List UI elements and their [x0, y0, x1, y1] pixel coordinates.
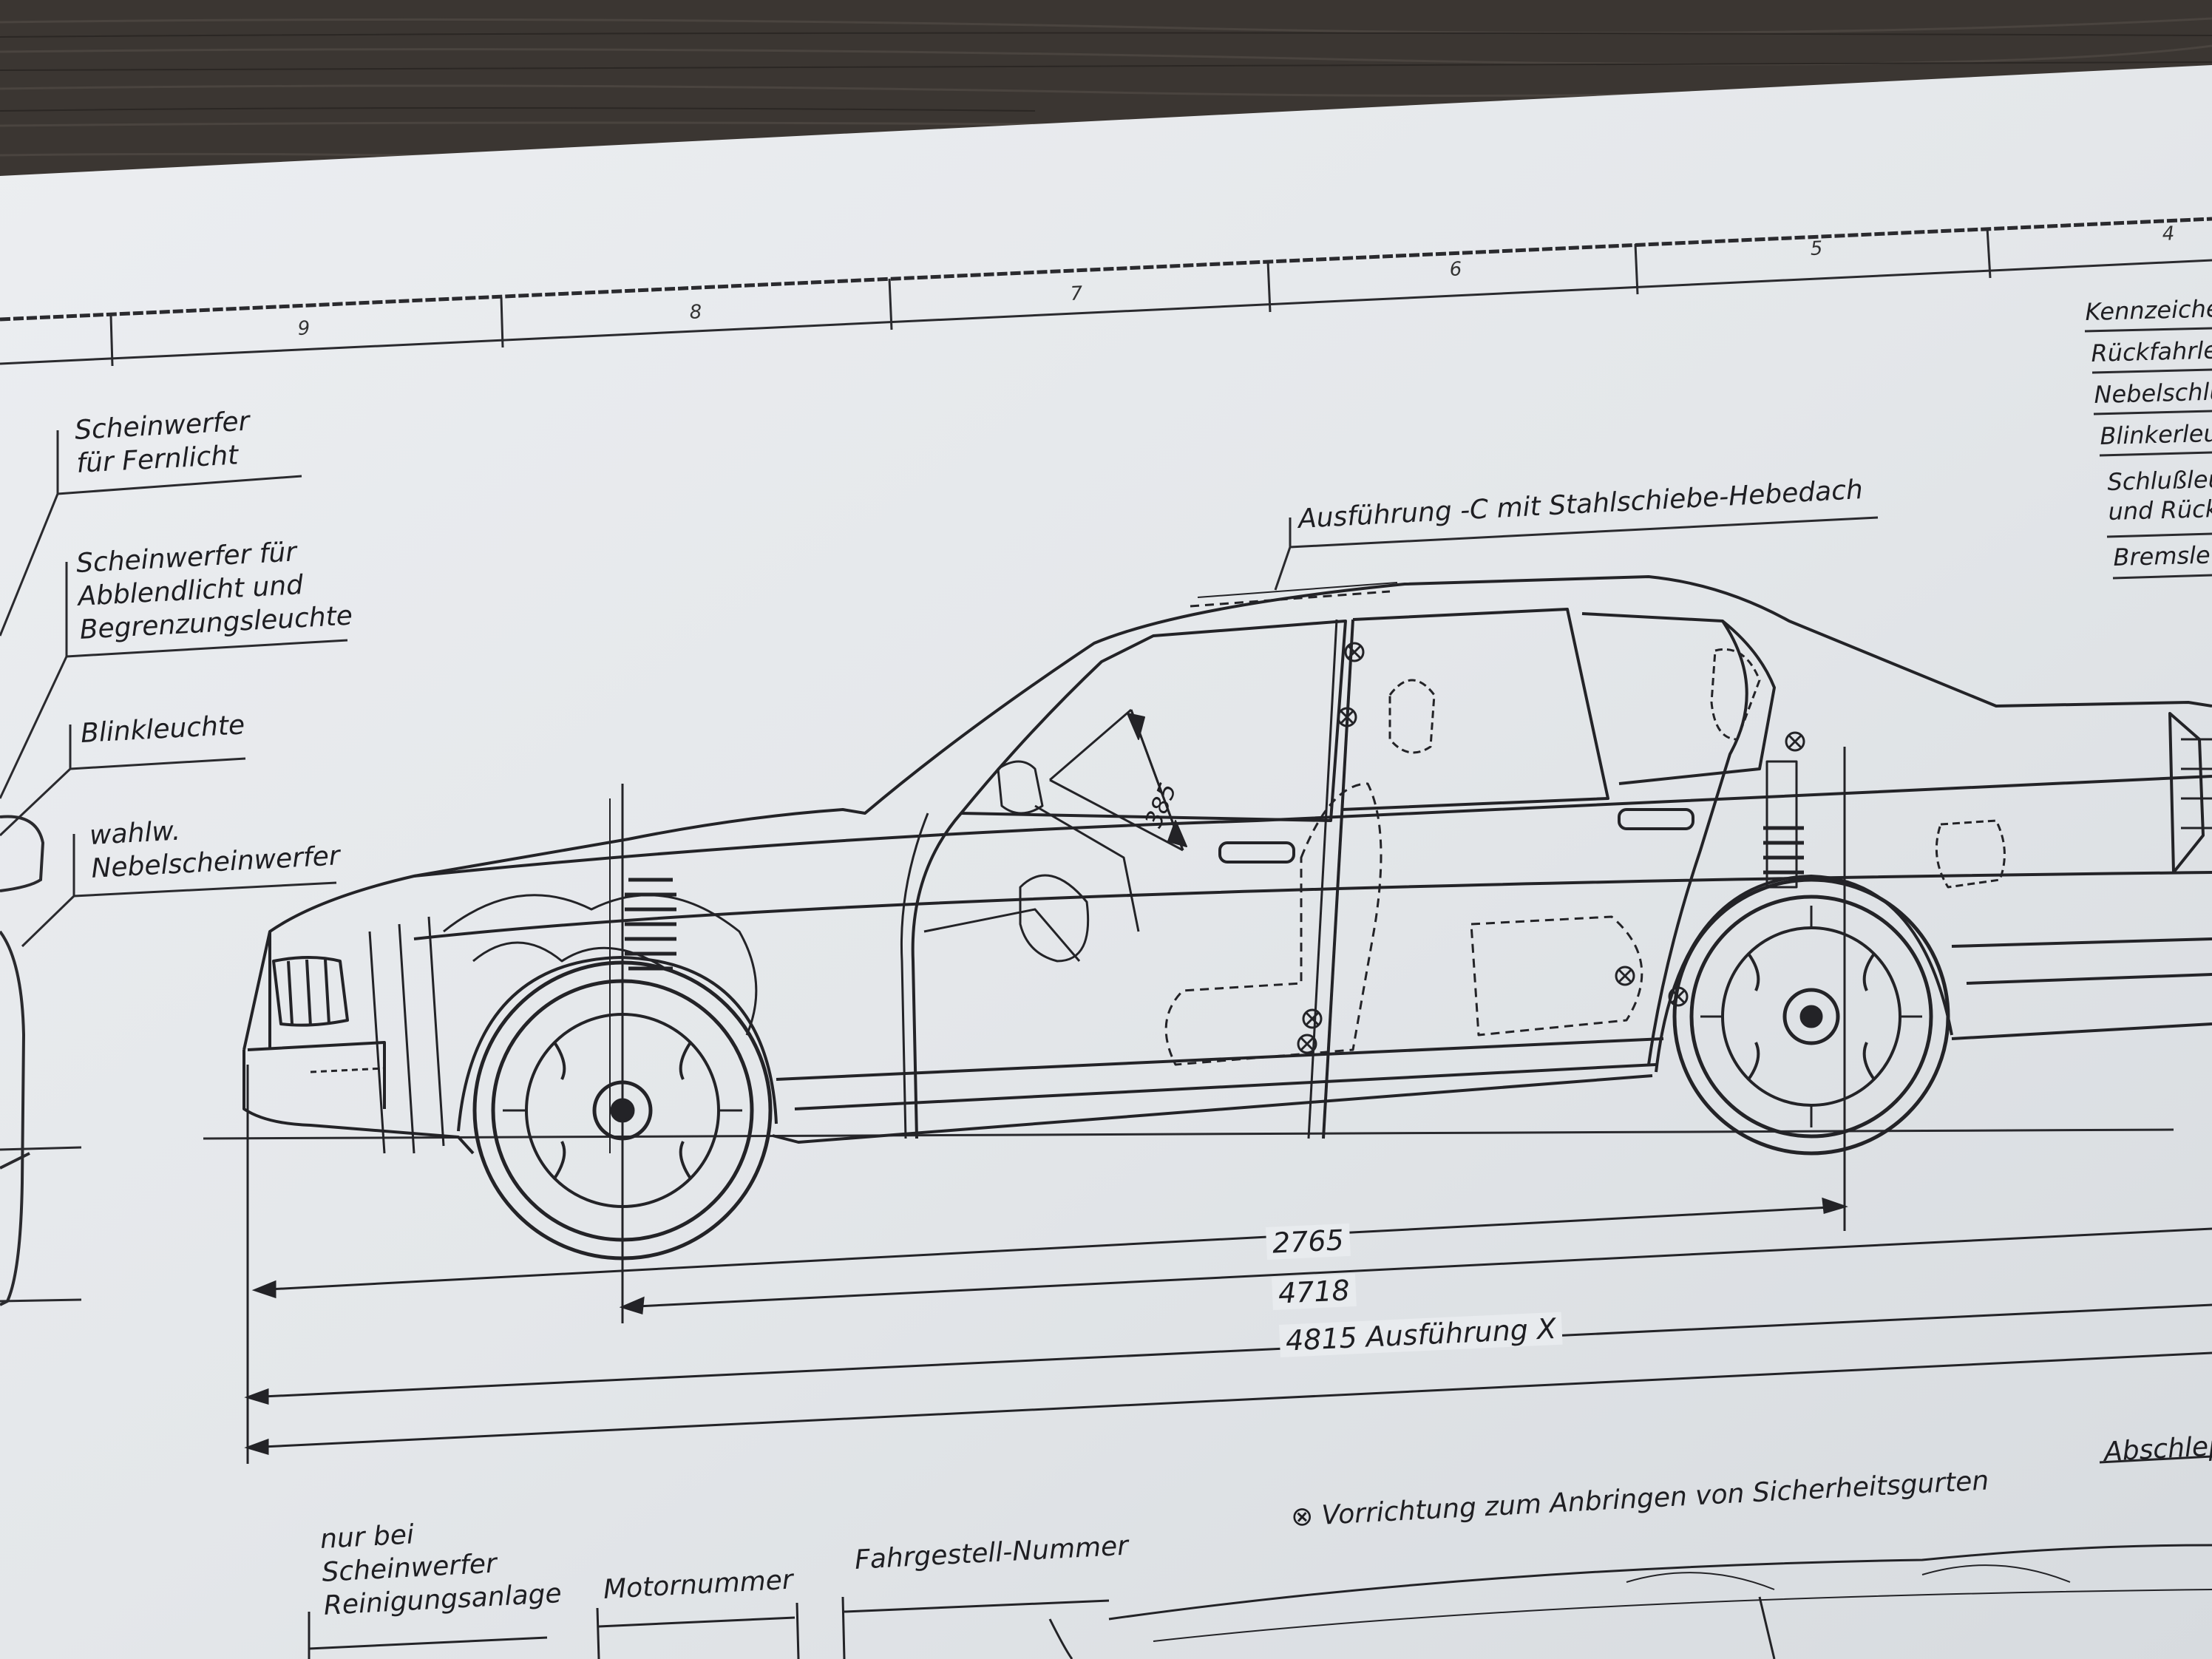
- label-headlight-cleaning: nur bei Scheinwerfer Reinigungsanlage: [319, 1510, 563, 1623]
- label-plate-light: Kennzeiche: [2085, 294, 2212, 327]
- label-line: Blinkerleu: [2100, 418, 2212, 450]
- right-label-leaders: [2084, 327, 2212, 580]
- label-tow: Abschlep: [2103, 1431, 2212, 1468]
- rear-wheel: [1672, 878, 1950, 1156]
- label-rear-fog: Nebelschlu: [2094, 376, 2212, 410]
- zone-number: 9: [297, 317, 311, 340]
- dimension-wheelbase: 2765: [1266, 1223, 1351, 1260]
- zone-number: 7: [1070, 282, 1083, 305]
- dimension-lines: [244, 747, 2212, 1464]
- left-label-leaders: [0, 430, 348, 948]
- label-brake-light: Bremsle: [2113, 540, 2211, 572]
- label-line: Kennzeiche: [2085, 294, 2212, 326]
- front-view-car-fragment: [0, 815, 45, 1306]
- label-reverse-light: Rückfahrle: [2091, 336, 2212, 368]
- zone-number: 8: [689, 301, 702, 324]
- label-line: Bremsle: [2113, 540, 2211, 571]
- bottom-frame: [308, 1455, 2212, 1659]
- label-fog-light: wahlw. Nebelscheinwerfer: [89, 806, 341, 885]
- label-line: Schlußleu: [2107, 464, 2212, 496]
- label-line: Rückfahrle: [2091, 336, 2212, 367]
- roof-label-leader: [1274, 516, 1879, 591]
- dimension-length: 4718: [1272, 1273, 1357, 1310]
- label-line: und Rück: [2108, 495, 2212, 526]
- label-line: Nebelschlu: [2094, 377, 2212, 409]
- label-rear-indicator: Blinkerleu: [2100, 418, 2212, 451]
- label-low-beam: Scheinwerfer für Abblendlicht und Begren…: [75, 533, 353, 647]
- zone-band: [0, 217, 2212, 367]
- zone-number: 5: [1810, 237, 1823, 260]
- label-tail-light: Schlußleu und Rück: [2107, 464, 2212, 526]
- zone-number: 6: [1449, 258, 1462, 281]
- zone-number: 4: [2162, 223, 2175, 245]
- label-high-beam: Scheinwerfer für Fernlicht: [74, 405, 252, 481]
